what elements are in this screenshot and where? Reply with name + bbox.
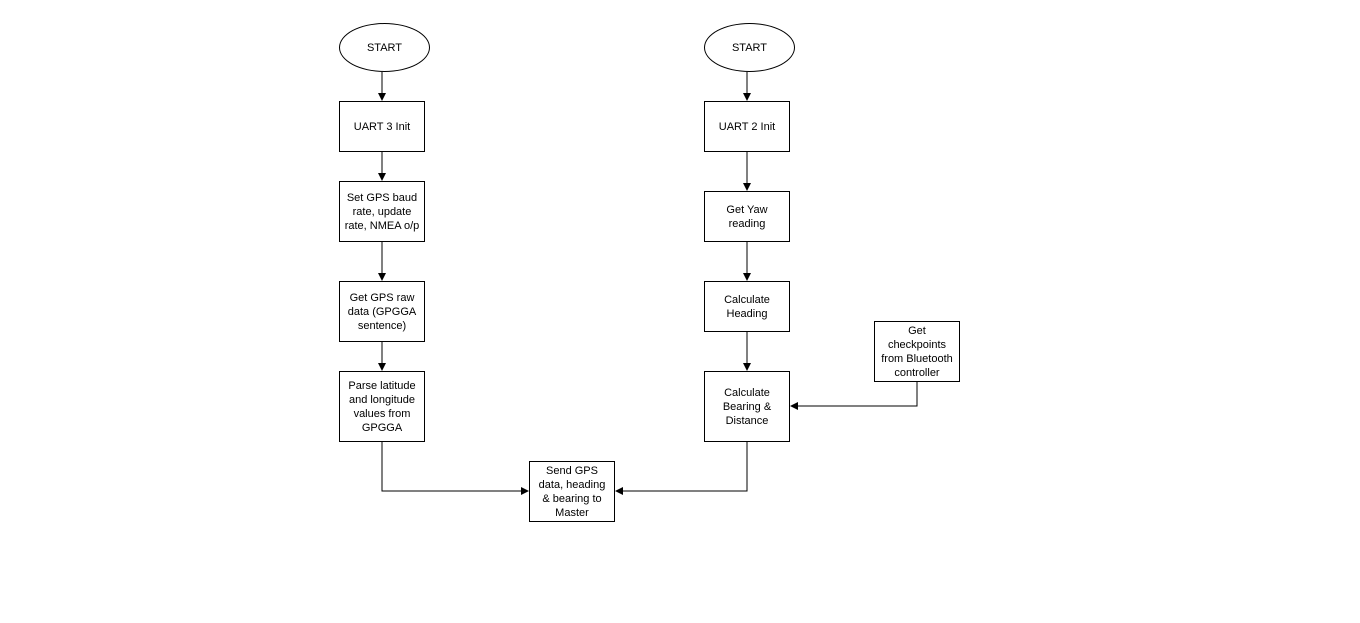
set-gps-config-step: Set GPS baud rate, update rate, NMEA o/p	[339, 181, 425, 242]
arrow-bearing-to-send	[615, 442, 748, 495]
send-to-master-step: Send GPS data, heading & bearing to Mast…	[529, 461, 615, 522]
parse-lat-long-step: Parse latitude and longitude values from…	[339, 371, 425, 442]
get-yaw-reading-step: Get Yaw reading	[704, 191, 790, 242]
arrow-checkpoints-to-bearing	[790, 382, 918, 410]
calculate-heading-step: Calculate Heading	[704, 281, 790, 332]
start-node-left: START	[339, 23, 430, 72]
get-gps-raw-data-step: Get GPS raw data (GPGGA sentence)	[339, 281, 425, 342]
uart2-init-step: UART 2 Init	[704, 101, 790, 152]
calculate-bearing-distance-step: Calculate Bearing & Distance	[704, 371, 790, 442]
uart3-init-step: UART 3 Init	[339, 101, 425, 152]
start-node-right: START	[704, 23, 795, 72]
get-checkpoints-step: Get checkpoints from Bluetooth controlle…	[874, 321, 960, 382]
arrow-parse-to-send	[381, 442, 529, 495]
